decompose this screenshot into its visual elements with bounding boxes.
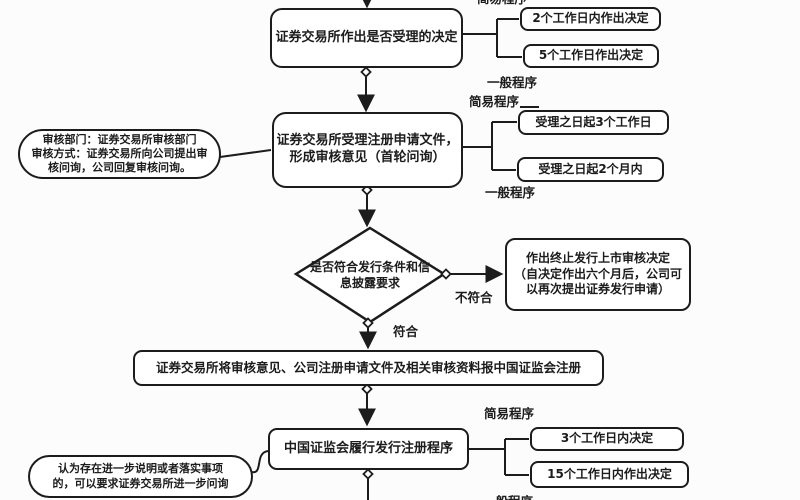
- inquiry-line1: 认为存在进一步说明或者落实事项: [58, 462, 223, 476]
- label-bottom-simple: 简易程序: [484, 406, 535, 421]
- timeline-review-3days-box: 受理之日起3个工作日: [518, 110, 669, 135]
- timeline-register-3days: 3个工作日内决定: [560, 431, 654, 446]
- connector-node: [360, 66, 372, 78]
- label-mid-general: 一般程序: [485, 185, 536, 200]
- decision-line1: 是否符合发行条件和信: [309, 259, 430, 274]
- connector-node: [362, 468, 374, 480]
- timeline-accept-5days-box: 5个工作日作出决定: [523, 44, 659, 68]
- csrc-label: 中国证监会履行发行注册程序: [283, 440, 453, 456]
- review-department-note: 审核部门：证券交易所审核部门 审核方式：证券交易所向公司提出审 核问询，公司回复…: [18, 129, 221, 179]
- review-note-line1: 审核部门：证券交易所审核部门: [42, 133, 197, 147]
- timeline-review-3days: 受理之日起3个工作日: [535, 114, 652, 129]
- connector-node: [361, 383, 373, 395]
- label-bottom-general: 一般程序: [483, 491, 533, 500]
- timeline-accept-2days: 2个工作日内作出决定: [532, 11, 649, 26]
- label-top-clipped-simple: 简易程序: [477, 0, 527, 7]
- entry-decision-box: 证券交易所作出是否受理的决定: [270, 8, 463, 68]
- timeline-register-15days: 15个工作日内作出决定: [547, 466, 672, 481]
- csrc-registration-box: 中国证监会履行发行注册程序: [268, 428, 469, 470]
- label-not-met: 不符合: [455, 290, 493, 305]
- timeline-accept-2days-box: 2个工作日内作出决定: [520, 7, 661, 31]
- decision-diamond-text: 是否符合发行条件和信 息披露要求: [298, 248, 442, 302]
- inquiry-line2: 的，可以要求证券交易所进一步问询: [52, 476, 229, 490]
- connector-node: [362, 317, 374, 329]
- bracket-middle: [463, 121, 517, 171]
- report-label: 证券交易所将审核意见、公司注册申请文件及相关审核资料报中国证监会注册: [155, 359, 581, 375]
- line-inquiry-note: [250, 450, 269, 474]
- label-top-simple: 简易程序: [469, 94, 520, 109]
- accept-line2: 形成审核意见（首轮问询）: [289, 150, 446, 165]
- report-to-csrc-box: 证券交易所将审核意见、公司注册申请文件及相关审核资料报中国证监会注册: [133, 350, 604, 386]
- bracket-bottom: [468, 438, 529, 476]
- line-review-note: [219, 149, 272, 158]
- label-met: 符合: [393, 324, 419, 339]
- terminate-review-box: 作出终止发行上市审核决定 （自决定作出六个月后，公司可 以再次提出证券发行申请）: [505, 238, 691, 311]
- entry-decision-label: 证券交易所作出是否受理的决定: [275, 29, 458, 45]
- timeline-register-15days-box: 15个工作日内作出决定: [530, 461, 689, 488]
- bracket-top: [463, 18, 522, 58]
- label-top-general: 一般程序: [487, 75, 538, 90]
- timeline-register-3days-box: 3个工作日内决定: [530, 427, 684, 451]
- connector-node: [440, 268, 452, 280]
- timeline-review-2months: 受理之日起2个月内: [538, 161, 643, 176]
- accept-application-box: 证券交易所受理注册申请文件， 形成审核意见（首轮问询）: [272, 112, 463, 188]
- terminate-line1: 作出终止发行上市审核决定: [525, 251, 670, 266]
- further-inquiry-note: 认为存在进一步说明或者落实事项 的，可以要求证券交易所进一步问询: [28, 455, 253, 498]
- timeline-accept-5days: 5个工作日作出决定: [538, 48, 644, 63]
- review-note-line2: 审核方式：证券交易所向公司提出审: [31, 147, 208, 161]
- terminate-line3: 以再次提出证券发行申请）: [525, 282, 670, 297]
- timeline-review-2months-box: 受理之日起2个月内: [517, 157, 664, 182]
- terminate-line2: （自决定作出六个月后，公司可: [513, 266, 682, 281]
- decision-line2: 息披露要求: [339, 276, 400, 290]
- accept-line1: 证券交易所受理注册申请文件，: [276, 133, 459, 149]
- review-note-line3: 核问询，公司回复审核问询。: [48, 160, 191, 174]
